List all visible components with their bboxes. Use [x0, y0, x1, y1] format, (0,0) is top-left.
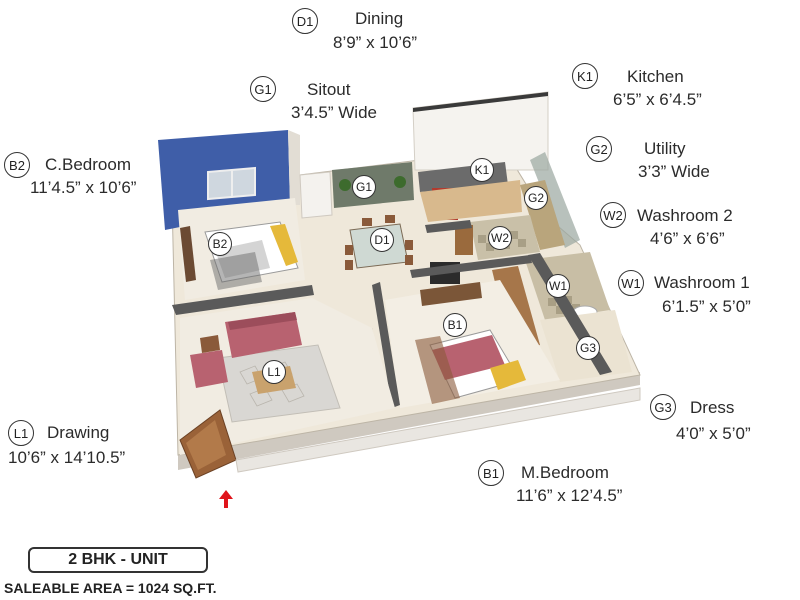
legend-name-mbedroom: M.Bedroom: [521, 463, 609, 482]
plan-marker-l1: L1: [262, 360, 286, 384]
legend-name-kitchen: Kitchen: [627, 67, 684, 86]
plan-marker-d1: D1: [370, 228, 394, 252]
legend-badge-g3: G3: [650, 394, 676, 420]
legend-badge-w2: W2: [600, 202, 626, 228]
legend-badge-k1: K1: [572, 63, 598, 89]
kitchen-floor: [420, 180, 522, 222]
entry-arrow: [219, 490, 233, 508]
legend-badge-d1: D1: [292, 8, 318, 34]
sitout-wall: [299, 171, 333, 219]
legend-size-utility: 3’3” Wide: [638, 162, 710, 181]
mbedroom-rug: [415, 336, 460, 404]
legend-name-dress: Dress: [690, 398, 735, 417]
legend-name-dining: Dining: [355, 9, 404, 28]
legend-size-cbedroom: 11’4.5” x 10’6”: [30, 178, 137, 197]
plan-marker-g2: G2: [524, 186, 548, 210]
legend-name-cbedroom: C.Bedroom: [45, 155, 131, 174]
cbedroom-rug: [210, 252, 262, 290]
legend-name-washroom1: Washroom 1: [654, 273, 750, 292]
legend-name-drawing: Drawing: [47, 423, 110, 442]
partition-wall-1: [372, 282, 400, 408]
plan-marker-b1: B1: [443, 313, 467, 337]
legend-size-sitout: 3’4.5” Wide: [291, 103, 377, 122]
slab-base: [178, 372, 640, 470]
legend-badge-b1: B1: [478, 460, 504, 486]
legend-badge-l1: L1: [8, 420, 34, 446]
legend-size-mbedroom: 11’6” x 12’4.5”: [516, 486, 623, 505]
plan-marker-k1: K1: [470, 158, 494, 182]
unit-type-label: 2 BHK - UNIT: [28, 547, 208, 573]
legend-name-washroom2: Washroom 2: [637, 206, 733, 225]
legend-name-sitout: Sitout: [307, 80, 351, 99]
drawing-armchair: [190, 350, 228, 388]
legend-size-dining: 8’9” x 10’6”: [333, 33, 418, 52]
plan-marker-g1: G1: [352, 175, 376, 199]
legend-badge-b2: B2: [4, 152, 30, 178]
legend-size-dress: 4’0” x 5’0”: [676, 424, 751, 443]
cbedroom-side-wall: [288, 130, 300, 205]
plan-marker-w2: W2: [488, 226, 512, 250]
cbedroom-wardrobe: [180, 226, 196, 282]
front-wall: [235, 387, 641, 473]
mbedroom-tv-unit: [420, 282, 482, 306]
legend-name-utility: Utility: [644, 139, 686, 158]
partition-wall-4: [410, 255, 532, 278]
legend-size-washroom1: 6’1.5” x 5’0”: [662, 297, 751, 316]
utility-glass: [530, 152, 580, 248]
legend-size-washroom2: 4’6” x 6’6”: [650, 229, 725, 248]
drawing-side-table: [200, 335, 220, 353]
legend-size-drawing: 10’6” x 14’10.5”: [8, 448, 126, 467]
partition-wall-2: [172, 285, 314, 315]
legend-badge-g1: G1: [250, 76, 276, 102]
legend-badge-g2: G2: [586, 136, 612, 162]
plan-marker-w1: W1: [546, 274, 570, 298]
plan-marker-g3: G3: [576, 336, 600, 360]
dining-chairs: [345, 215, 413, 270]
partition-wall-3: [425, 220, 472, 233]
legend-badge-w1: W1: [618, 270, 644, 296]
plan-marker-b2: B2: [208, 232, 232, 256]
saleable-area-label: SALEABLE AREA = 1024 SQ.FT.: [4, 580, 217, 596]
legend-size-kitchen: 6’5” x 6’4.5”: [613, 90, 702, 109]
